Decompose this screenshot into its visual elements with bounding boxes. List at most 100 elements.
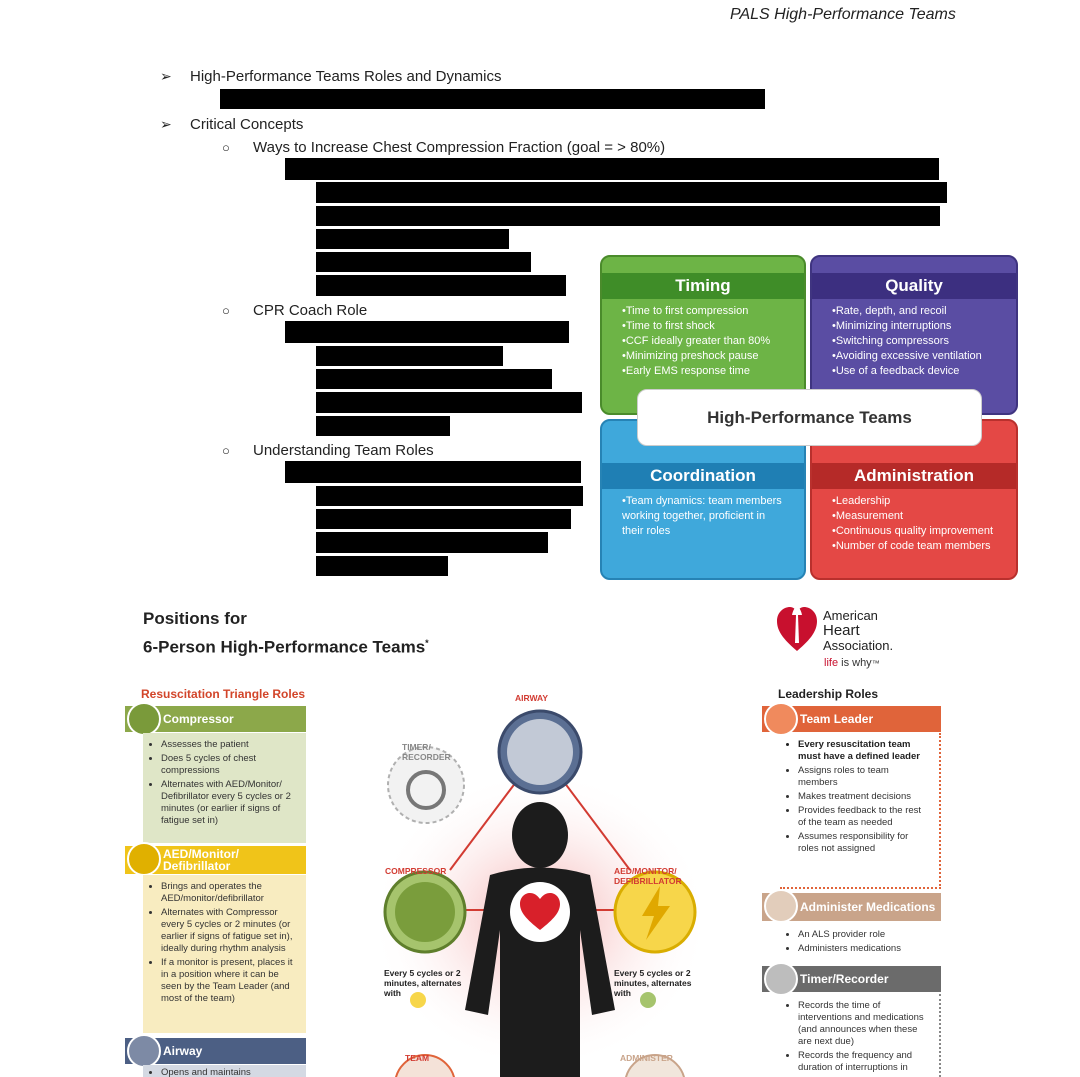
face-icon [507,719,573,785]
list-item: Administers medications [798,943,933,955]
redaction-bar [316,252,531,272]
list-item: Switching compressors [832,334,1010,349]
airway-role-title: Airway [163,1044,203,1058]
high-performance-teams-center-label: High-Performance Teams [637,389,982,446]
aed-alternation-note: Every 5 cycles or 2 minutes, alternates … [614,968,692,998]
hands-icon [395,882,455,942]
redaction-bar [316,486,583,506]
aha-tag-mark: ™ [871,659,880,668]
list-item: Records the frequency and duration of in… [798,1050,931,1074]
list-item: Leadership [832,494,1010,509]
aha-tag-why: is why [838,657,872,669]
redaction-bar [316,369,552,389]
circle-bullet-icon: ○ [222,443,230,458]
quality-list: Rate, depth, and recoil Minimizing inter… [832,304,1010,379]
positions-title: Positions for 6-Person High-Performance … [143,607,429,660]
list-item: Brings and operates the AED/monitor/defi… [161,881,298,905]
timing-list: Time to first compression Time to first … [622,304,798,379]
list-item: Use of a feedback device [832,364,1010,379]
team-leader-role-box: Every resuscitation team must have a def… [780,733,941,889]
positions-title-mark: * [425,638,429,648]
list-item: CCF ideally greater than 80% [622,334,798,349]
medications-role-header: Administer Medications [762,889,941,923]
compressor-role-box: Assesses the patient Does 5 cycles of ch… [143,733,306,843]
redaction-bar [285,461,581,483]
circle-bullet-icon: ○ [222,303,230,318]
list-item: Time to first compression [622,304,798,319]
heart-icon [520,893,560,930]
list-item: Minimizing preshock pause [622,349,798,364]
list-item: Early EMS response time [622,364,798,379]
timer-role-header: Timer/Recorder [762,962,941,996]
aed-mini-icon [410,992,426,1008]
timing-quadrant: Timing Time to first compression Time to… [600,255,806,415]
aha-line2: Heart [823,622,860,639]
arrow-bullet-icon: ➢ [160,68,172,84]
team-leader-position-icon [395,1054,455,1077]
list-item: Alternates with Compressor every 5 cycle… [161,907,298,955]
list-item: Continuous quality improvement [832,524,1010,539]
aha-heart-torch-logo [777,605,817,651]
stopwatch-icon [764,962,798,996]
airway-diagram-label: AIRWAY [515,693,549,703]
redaction-bar [316,182,947,203]
stopwatch-icon [406,770,446,810]
list-item: Makes treatment decisions [798,791,931,803]
hands-icon [127,702,161,736]
timer-role-title: Timer/Recorder [800,972,889,986]
quality-quadrant: Quality Rate, depth, and recoil Minimizi… [810,255,1018,415]
document-header-title: PALS High-Performance Teams [730,6,956,23]
team-leader-role-title: Team Leader [800,712,874,726]
list-item: Provides feedback to the rest of the tea… [798,805,931,829]
redaction-bar [285,158,939,180]
rx-icon [764,889,798,923]
outline-item-roles-dynamics: High-Performance Teams Roles and Dynamic… [190,68,502,85]
aha-line3: Association. [823,638,894,653]
leadership-roles-heading: Leadership Roles [778,687,879,701]
redaction-bar [285,321,569,343]
list-item: Avoiding excessive ventilation [832,349,1010,364]
list-item: If a monitor is present, places it in a … [161,957,298,1005]
aed-role-title: AED/Monitor/ Defibrillator [163,847,239,873]
list-item: Number of code team members [832,539,1010,554]
aed-role-box: Brings and operates the AED/monitor/defi… [143,875,306,1033]
arrow-bullet-icon: ➢ [160,116,172,132]
compressor-diagram-label: COMPRESSOR [385,866,447,876]
administer-diagram-label: ADMINISTER [620,1053,673,1063]
resuscitation-triangle-heading: Resuscitation Triangle Roles [141,687,306,701]
list-item: Every resuscitation team must have a def… [798,739,931,763]
outline-sub-cpr-coach: CPR Coach Role [253,302,368,319]
administration-quadrant: Administration Leadership Measurement Co… [810,419,1018,580]
team-diagram-label: TEAM [405,1053,430,1063]
coordination-title: Coordination [602,463,804,489]
list-item: Records the time of interventions and me… [798,1000,931,1048]
coordination-list: Team dynamics: team members working toge… [622,494,784,539]
lightning-bolt-icon [127,842,161,876]
lightning-bolt-icon [642,886,670,940]
positions-title-line1: Positions for [143,609,247,628]
list-item: Team dynamics: team members working toge… [622,494,784,539]
medications-role-title: Administer Medications [800,900,936,914]
person-silhouette [465,802,615,1077]
team-leader-role-header: Team Leader [762,702,941,736]
timer-diagram-label: TIMER/ RECORDER [402,742,451,762]
redaction-bar [316,532,548,553]
redaction-bar [316,346,503,366]
redaction-bar [316,416,450,436]
list-item: Assesses the patient [161,739,298,751]
timing-title: Timing [602,273,804,299]
aed-diagram-label: AED/MONITOR/ DEFIBRILLATOR [614,866,682,886]
aha-tagline: life is why™ [824,657,880,669]
aha-line1: American [823,608,878,623]
timer-role-box: Records the time of interventions and me… [780,994,941,1077]
megaphone-icon [764,702,798,736]
quality-title: Quality [812,273,1016,299]
compressor-role-title: Compressor [163,712,234,726]
aha-wordmark: American Heart Association. [823,609,893,653]
administer-position-icon [625,1054,685,1077]
face-icon [127,1034,161,1068]
compressor-mini-icon [640,992,656,1008]
airway-role-header: Airway [125,1034,306,1068]
redaction-bar [316,275,566,296]
redaction-bar [316,229,509,249]
